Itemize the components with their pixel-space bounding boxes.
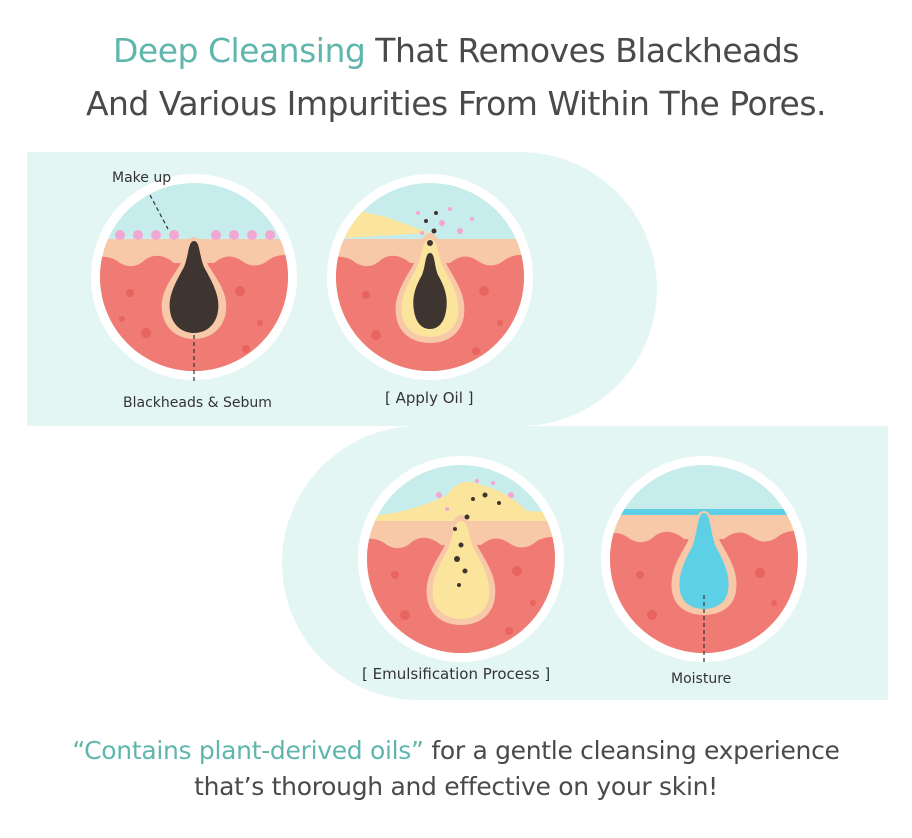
pore-moisture-illustration <box>601 456 807 663</box>
label-apply-oil: [ Apply Oil ] <box>385 389 474 407</box>
footer-text: “Contains plant-derived oils” for a gent… <box>0 733 912 805</box>
label-moisture: Moisture <box>671 671 732 687</box>
headline-accent: Deep Cleansing <box>112 31 366 70</box>
pore-emulsification-illustration <box>358 456 564 662</box>
pore-apply-oil-illustration <box>327 174 533 380</box>
label-blackheads-sebum: Blackheads & Sebum <box>123 395 272 411</box>
pore-before-illustration <box>91 174 297 381</box>
footer-accent: “Contains plant-derived oils” <box>72 736 424 765</box>
label-makeup: Make up <box>112 170 172 186</box>
headline-line-2: And Various Impurities From Within The P… <box>85 84 827 123</box>
footer-line-1: “Contains plant-derived oils” for a gent… <box>0 733 912 769</box>
headline-line-1: Deep Cleansing That Removes Blackheads <box>0 24 912 77</box>
footer-line-1-rest: for a gentle cleansing experience <box>423 736 840 765</box>
footer-line-2: that’s thorough and effective on your sk… <box>194 772 718 801</box>
label-emulsification: [ Emulsification Process ] <box>362 665 551 683</box>
headline: Deep Cleansing That Removes Blackheads A… <box>0 24 912 130</box>
headline-line-1-rest: That Removes Blackheads <box>365 31 799 70</box>
